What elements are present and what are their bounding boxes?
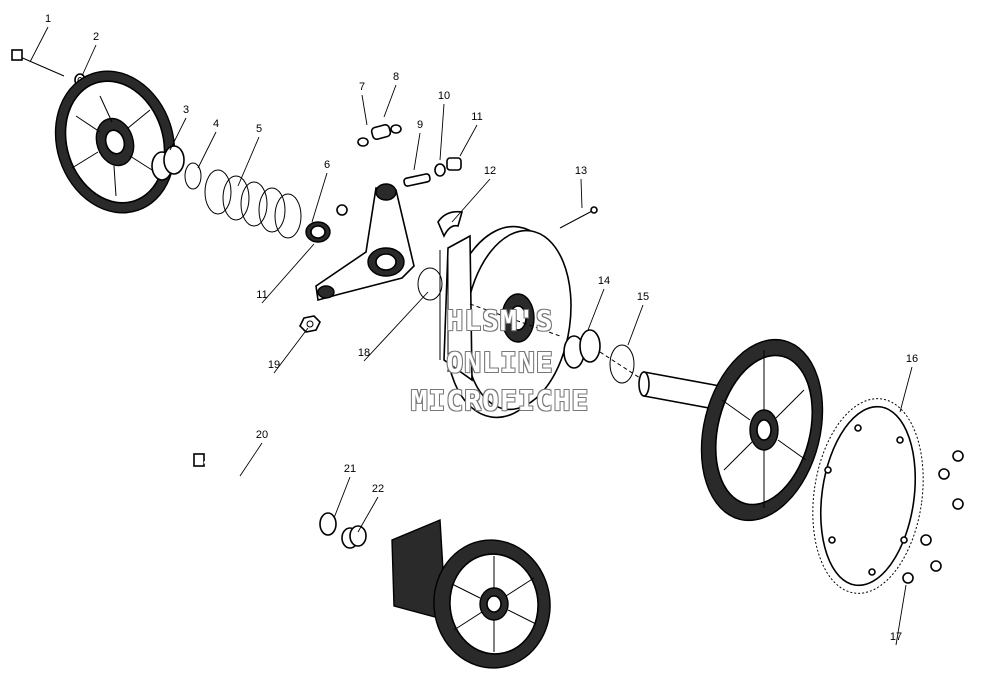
part-washer-21 bbox=[319, 512, 337, 536]
callout-leader-2 bbox=[81, 44, 97, 77]
part-nut-19 bbox=[299, 315, 321, 333]
callout-leader-7 bbox=[361, 94, 368, 126]
callout-leader-11 bbox=[459, 124, 478, 157]
watermark-line-1: HLSM'S bbox=[446, 304, 554, 337]
callout-leader-5 bbox=[237, 136, 260, 187]
callout-number-11: 11 bbox=[256, 289, 267, 301]
callout-leader-21 bbox=[333, 476, 351, 519]
part-bolt-20 bbox=[193, 453, 317, 516]
callout-leader-4 bbox=[197, 131, 217, 169]
part-ring-4 bbox=[184, 162, 202, 190]
callout-number-16: 16 bbox=[906, 353, 918, 365]
watermark-line-2: ONLINE bbox=[446, 346, 554, 379]
callout-leader-16 bbox=[899, 366, 913, 413]
callout-number-17: 17 bbox=[890, 631, 902, 643]
callout-number-7: 7 bbox=[359, 81, 365, 93]
callout-number-18: 18 bbox=[358, 347, 370, 359]
callout-leader-9 bbox=[413, 132, 421, 171]
part-ring-18 bbox=[417, 267, 443, 301]
part-bushing-14 bbox=[563, 329, 601, 369]
callout-leader-11 bbox=[261, 243, 315, 304]
callout-number-3: 3 bbox=[183, 104, 189, 116]
callout-leader-13 bbox=[580, 178, 583, 209]
callout-leader-20 bbox=[239, 442, 263, 477]
callout-leader-19 bbox=[273, 327, 309, 374]
callout-leader-1 bbox=[29, 26, 49, 63]
callout-leader-10 bbox=[439, 103, 445, 161]
part-pin-7-8 bbox=[357, 123, 402, 147]
assembly-axis-lines bbox=[469, 303, 641, 379]
callout-leader-6 bbox=[311, 172, 328, 223]
part-bolt-1 bbox=[11, 49, 65, 77]
callout-number-8: 8 bbox=[393, 71, 399, 83]
part-clutch-assembly bbox=[391, 518, 551, 669]
callout-number-13: 13 bbox=[575, 165, 587, 177]
part-bushing-6 bbox=[305, 221, 331, 243]
part-screws-17 bbox=[902, 450, 964, 584]
callout-leader-18 bbox=[363, 291, 429, 362]
callout-number-21: 21 bbox=[344, 463, 356, 475]
callout-leader-3 bbox=[169, 117, 187, 151]
callout-number-15: 15 bbox=[637, 291, 649, 303]
part-roller bbox=[336, 204, 348, 216]
callout-leader-8 bbox=[383, 84, 397, 118]
callout-number-9: 9 bbox=[417, 119, 423, 131]
callout-leader-14 bbox=[587, 288, 605, 331]
callout-number-22: 22 bbox=[372, 483, 384, 495]
part-ring-15 bbox=[609, 344, 635, 384]
callout-number-12: 12 bbox=[484, 165, 496, 177]
callout-number-5: 5 bbox=[256, 123, 262, 135]
callout-number-19: 19 bbox=[268, 359, 280, 371]
callout-number-6: 6 bbox=[324, 159, 330, 171]
part-bushing-3 bbox=[151, 145, 185, 181]
watermark-line-3: MICROFICHE bbox=[410, 384, 590, 417]
callout-leader-22 bbox=[357, 496, 379, 533]
callout-number-10: 10 bbox=[438, 90, 450, 102]
part-ring-gear-16 bbox=[812, 398, 924, 594]
part-movable-sheave bbox=[439, 225, 572, 419]
callout-number-14: 14 bbox=[598, 275, 610, 287]
part-cover-plate bbox=[54, 70, 176, 214]
part-spacer-22 bbox=[341, 525, 367, 549]
callout-number-20: 20 bbox=[256, 429, 268, 441]
callout-number-11: 11 bbox=[471, 111, 482, 123]
part-pin-13 bbox=[559, 206, 598, 229]
part-washer-10 bbox=[434, 163, 446, 177]
callout-leader-17 bbox=[895, 584, 907, 646]
callout-leader-12 bbox=[451, 178, 491, 223]
callout-number-2: 2 bbox=[93, 31, 99, 43]
part-rocker-arm bbox=[315, 183, 415, 302]
part-fixed-sheave bbox=[638, 338, 824, 522]
callout-number-4: 4 bbox=[213, 118, 219, 130]
part-pin-9 bbox=[403, 173, 431, 187]
callout-leader-15 bbox=[627, 304, 644, 346]
callout-number-1: 1 bbox=[45, 13, 51, 25]
part-cap-11 bbox=[446, 157, 462, 171]
part-spring-5 bbox=[204, 169, 302, 239]
